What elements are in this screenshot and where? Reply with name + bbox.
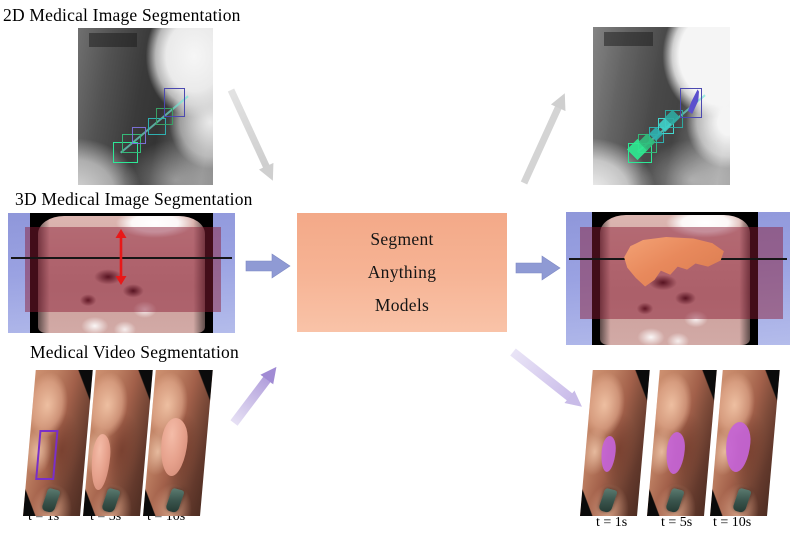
endoscope-instrument: [164, 487, 185, 514]
sam-box-line: Anything: [367, 262, 437, 282]
bounding-box: [680, 88, 702, 118]
section-title-2d: 2D Medical Image Segmentation: [3, 5, 241, 25]
arrow-2d-to-sam: [227, 88, 274, 181]
section-title-video: Medical Video Segmentation: [30, 342, 239, 362]
endoscope-instrument: [40, 487, 61, 514]
video-frame: [23, 370, 93, 516]
polyp-segmentation-mask: [723, 422, 753, 472]
bounding-box: [148, 118, 166, 135]
xray-image: [78, 28, 213, 185]
ct-output-panel: [566, 212, 790, 345]
video-frame: [143, 370, 213, 516]
timestamp-label: t = 10s: [713, 515, 752, 530]
sam-box: Segment Anything Models: [297, 213, 507, 332]
xray-image: [593, 27, 730, 185]
polyp-segmentation-mask: [599, 436, 617, 472]
endoscope-instrument: [664, 487, 685, 514]
bounding-box: [164, 88, 185, 117]
arrow-sam-to-2d: [520, 93, 566, 185]
video-output-panel: [578, 368, 790, 518]
polyp: [89, 434, 113, 490]
section-title-3d: 3D Medical Image Segmentation: [15, 189, 253, 209]
arrow-sam-to-video: [510, 348, 582, 407]
arrow-sam-to-3d: [515, 255, 561, 281]
depth-range-arrow: [115, 229, 127, 285]
ct-body-anatomy: [600, 215, 750, 345]
endoscope-instrument: [597, 487, 618, 514]
video-frame: [647, 370, 717, 516]
bounding-box: [132, 127, 146, 144]
segmentation-sail-mask: [687, 89, 699, 114]
sam-box-line: Segment: [370, 229, 434, 249]
polyp-prompt-box: [35, 430, 59, 480]
polyp: [158, 418, 190, 476]
ct-input-panel: [8, 213, 235, 333]
polyp-segmentation-mask: [664, 432, 687, 474]
sam-box-line: Models: [374, 295, 430, 315]
ct-scan-image: [592, 212, 758, 345]
arrow-video-to-sam: [230, 366, 277, 426]
timestamp-label: t = 1s: [596, 515, 628, 530]
xray-label-redaction: [603, 31, 654, 46]
video-frame: [83, 370, 153, 516]
xray-output-panel: [593, 27, 730, 185]
xray-label-redaction: [88, 32, 138, 47]
endoscope-instrument: [731, 487, 752, 514]
endoscope-instrument: [100, 487, 121, 514]
timestamp-label: t = 5s: [661, 515, 693, 530]
video-frame: [580, 370, 650, 516]
ct-slab-overlay: [25, 227, 221, 312]
video-frame: [710, 370, 780, 516]
xray-input-panel: [78, 28, 213, 185]
video-input-panel: [20, 368, 220, 518]
arrow-3d-to-sam: [245, 253, 291, 279]
